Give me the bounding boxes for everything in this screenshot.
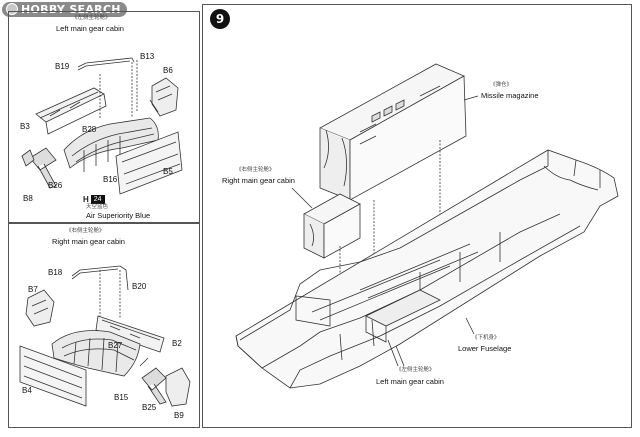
part-label-b20: B20 [132, 282, 147, 291]
part-label-b6: B6 [163, 66, 173, 75]
watermark-logo: HOBBY SEARCH [2, 1, 127, 17]
b3-wall [35, 87, 105, 123]
part-label-b18: B18 [48, 268, 63, 277]
part-label-b13: B13 [140, 52, 155, 61]
part-label-b2: B2 [172, 339, 182, 348]
left-cabin-part [365, 289, 441, 327]
missile-cn-label: 《弹仓》 [490, 82, 513, 88]
panel-main-assembly [202, 4, 632, 428]
b27-floor [51, 330, 141, 377]
left-cabin-label: Left main gear cabin [376, 377, 444, 386]
panel-right-cn-title: 《右侧主轮舱》 [66, 228, 105, 234]
left-cabin-cn-label: 《左侧主轮舱》 [396, 367, 435, 373]
part-label-b25: B25 [142, 403, 157, 412]
panel-left-title: Left main gear cabin [56, 24, 124, 33]
lower-fuselage-label: Lower Fuselage [458, 344, 512, 353]
part-label-b9: B9 [174, 411, 184, 420]
paint-cn-name: 天空蓝色 [86, 204, 109, 210]
panel-right-main-gear [8, 223, 200, 428]
b28-floor [63, 117, 159, 169]
b5-wall [115, 131, 183, 195]
paint-number: 24 [90, 195, 105, 204]
panel-left-main-gear [8, 11, 200, 223]
part-label-b26: B26 [48, 181, 63, 190]
panel-left-cn-title: 《左侧主轮舱》 [72, 15, 111, 21]
paint-code: H [83, 195, 89, 204]
b18-rod [71, 265, 129, 291]
watermark-badge: HOBBY SEARCH [2, 1, 127, 17]
paint-callout: H 24 [83, 195, 105, 204]
b19-rod [77, 57, 135, 68]
b26-strut [29, 147, 57, 189]
part-label-b16: B16 [103, 175, 118, 184]
step-number-badge: 9 [210, 9, 230, 29]
lower-fuselage [235, 149, 619, 389]
part-label-b8: B8 [23, 194, 33, 203]
part-label-b28: B28 [82, 125, 97, 134]
watermark-icon [6, 3, 18, 15]
b25-strut [141, 367, 167, 405]
right-cabin-cn-label: 《右侧主轮舱》 [236, 167, 275, 173]
part-label-b3: B3 [20, 122, 30, 131]
watermark-text: HOBBY SEARCH [21, 2, 121, 16]
b7-part [25, 289, 55, 327]
lower-fuselage-cn-label: 《下机身》 [472, 335, 500, 341]
missile-magazine-label: Missile magazine [481, 91, 539, 100]
paint-name: Air Superiority Blue [86, 211, 151, 220]
part-label-b7: B7 [28, 285, 38, 294]
b9-part [165, 367, 191, 407]
part-label-b15: B15 [114, 393, 129, 402]
part-label-b5: B5 [163, 167, 173, 176]
part-label-b19: B19 [55, 62, 70, 71]
right-cabin-label: Right main gear cabin [222, 176, 295, 185]
part-label-b4: B4 [22, 386, 32, 395]
part-label-b27: B27 [108, 341, 123, 350]
panel-right-title: Right main gear cabin [52, 237, 125, 246]
